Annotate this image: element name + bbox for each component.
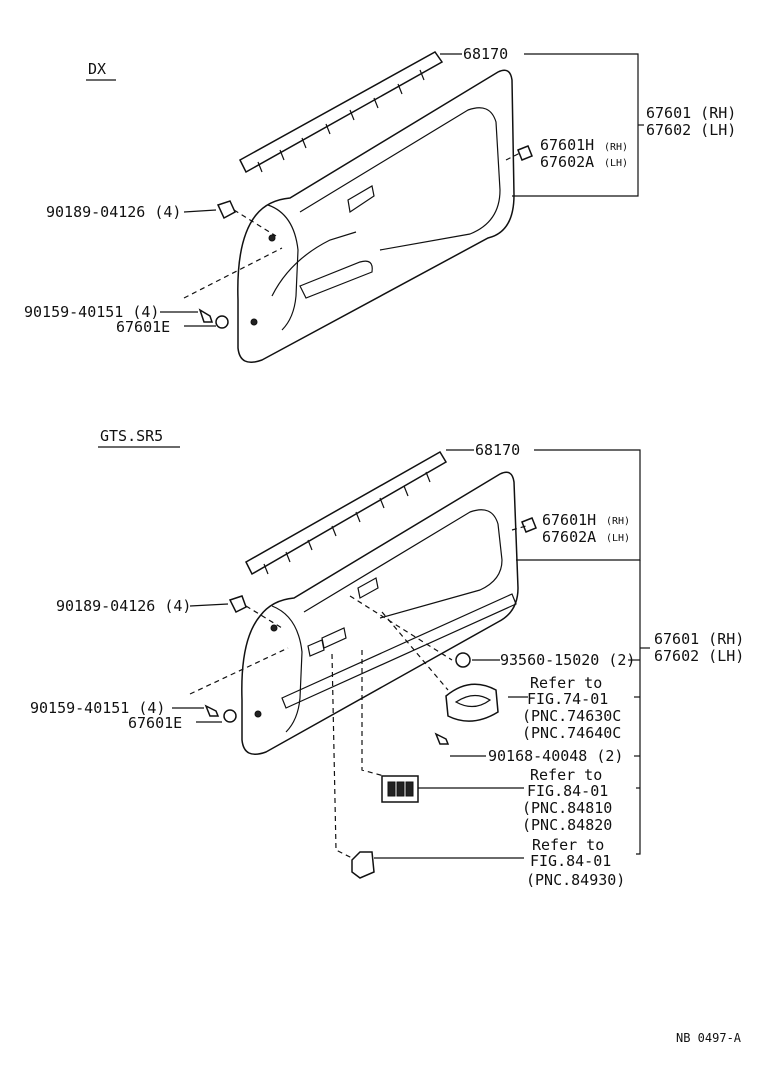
label-board-lh: 67602 (LH) (654, 647, 744, 665)
ref-line1: Refer to (530, 674, 602, 692)
ref-pnc: (PNC.84820 (522, 816, 612, 834)
label-sub-rh: 67601H (540, 136, 594, 154)
label-molding: 68170 (475, 441, 520, 459)
label-board-rh: 67601 (RH) (646, 104, 736, 122)
ref-line1: Refer to (532, 836, 604, 854)
ref-line2: FIG.84-01 (527, 782, 608, 800)
ref-note-grip-cover: Refer to FIG.74-01 (PNC.74630C (PNC.7464… (522, 674, 621, 742)
label-board-rh: 67601 (RH) (654, 630, 744, 648)
ref-line2: FIG.74-01 (527, 690, 608, 708)
ref-pnc: (PNC.74630C (522, 707, 621, 725)
ref-note-switch-clip: Refer to FIG.84-01 (PNC.84930) (526, 836, 625, 889)
label-screw2: 90168-40048 (2) (488, 747, 623, 765)
cap-icon (223, 709, 237, 723)
door-trim-board-illustration (237, 69, 515, 363)
label-screw: 90159-40151 (4) (30, 699, 165, 717)
label-clip: 90189-04126 (4) (46, 203, 181, 221)
fastener-icon (521, 517, 537, 533)
label-sub-lh: 67602A (540, 153, 594, 171)
label-clip: 90189-04126 (4) (56, 597, 191, 615)
label-nut: 93560-15020 (2) (500, 651, 635, 669)
switch-clip-icon (351, 851, 375, 879)
ref-pnc: (PNC.84930) (526, 871, 625, 889)
label-sub-lh-tag: (LH) (606, 533, 630, 544)
clip-icon (228, 595, 247, 614)
clip-icon (216, 200, 236, 220)
power-window-switch-icon (381, 775, 419, 803)
section-header-gts-sr5: GTS.SR5 (100, 427, 163, 445)
label-cap: 67601E (128, 714, 182, 732)
label-sub-rh-tag: (RH) (604, 142, 628, 153)
screw-icon (204, 704, 220, 717)
grip-cover-icon (445, 683, 499, 722)
cap-icon (215, 315, 229, 329)
ref-line1: Refer to (530, 766, 602, 784)
label-molding: 68170 (463, 45, 508, 63)
label-board-lh: 67602 (LH) (646, 121, 736, 139)
ref-note-window-switch: Refer to FIG.84-01 (PNC.84810 (PNC.84820 (522, 766, 612, 834)
label-sub-lh-tag: (LH) (604, 158, 628, 169)
label-sub-rh-tag: (RH) (606, 516, 630, 527)
molding-strip-illustration (245, 450, 448, 576)
label-sub-lh: 67602A (542, 528, 596, 546)
label-cap: 67601E (116, 318, 170, 336)
section-gts-sr5: GTS.SR5 (30, 427, 744, 889)
section-dx: DX (24, 45, 736, 363)
nut-icon (455, 652, 471, 668)
label-screw: 90159-40151 (4) (24, 303, 159, 321)
screw2-icon (434, 732, 450, 745)
section-header-dx: DX (88, 60, 106, 78)
molding-strip-illustration (239, 51, 444, 174)
door-trim-board-illustration (241, 471, 519, 755)
ref-line2: FIG.84-01 (530, 852, 611, 870)
label-sub-rh: 67601H (542, 511, 596, 529)
fastener-icon (517, 145, 533, 161)
footer-code: NB 0497-A (676, 1031, 742, 1045)
ref-pnc: (PNC.74640C (522, 724, 621, 742)
screw-icon (198, 308, 214, 323)
ref-pnc: (PNC.84810 (522, 799, 612, 817)
